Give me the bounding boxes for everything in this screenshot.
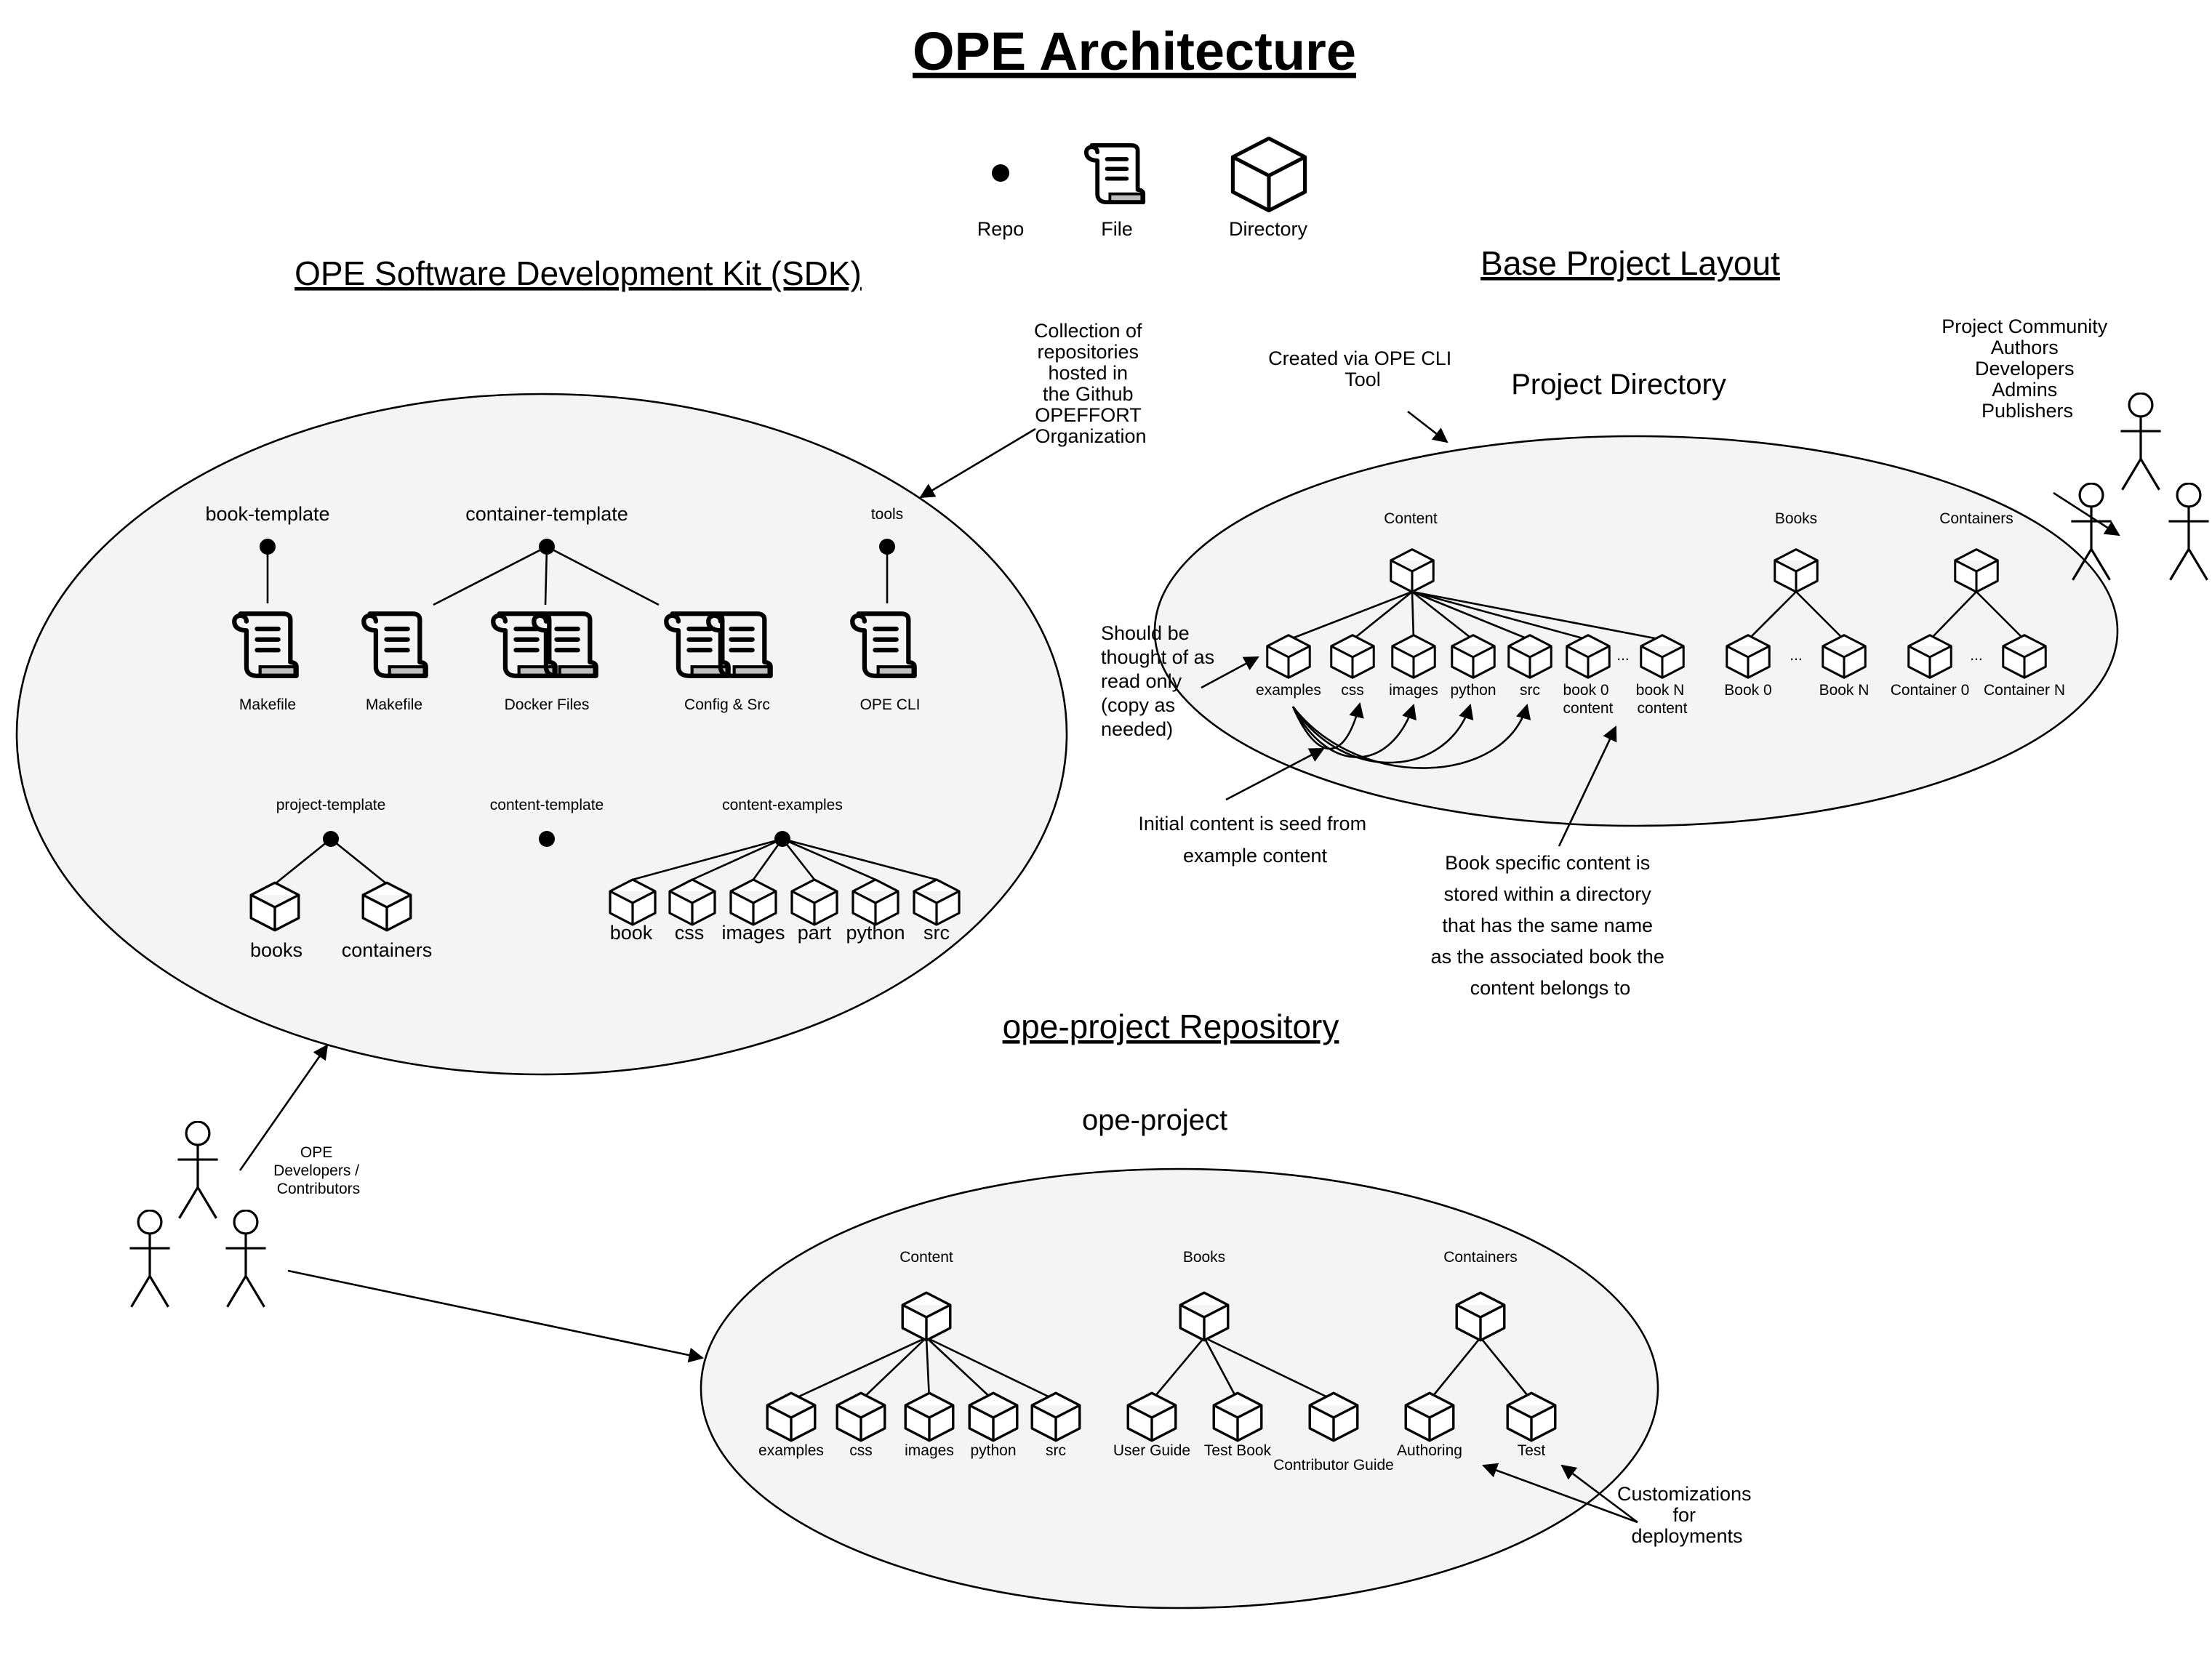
dir-label-css: css bbox=[675, 922, 705, 944]
book-specific-note: Book specific content is stored within a… bbox=[1431, 852, 1670, 999]
ellipsis: ... bbox=[1970, 647, 1983, 664]
repo-content-template: content-template bbox=[490, 797, 604, 813]
person-icon bbox=[128, 1210, 172, 1309]
dir-label-part: part bbox=[798, 922, 832, 944]
developers-to-sdk-arrow bbox=[239, 1044, 329, 1171]
developers-to-repo-arrow bbox=[287, 1269, 705, 1363]
file-label-makefile: Makefile bbox=[366, 696, 422, 713]
legend-file-label: File bbox=[1101, 218, 1133, 240]
dir-label-images: images bbox=[905, 1442, 954, 1459]
person-icon bbox=[2119, 393, 2163, 491]
page-title: OPE Architecture bbox=[913, 21, 1356, 81]
file-label-config-src: Config & Src bbox=[684, 696, 770, 713]
repo-icon bbox=[992, 164, 1009, 182]
dir-label-bookN: Book N bbox=[1819, 682, 1870, 699]
dir-label-book0: Book 0 bbox=[1724, 682, 1771, 699]
created-via-note: Created via OPE CLI Tool bbox=[1268, 347, 1457, 390]
sdk-edges bbox=[266, 545, 937, 885]
dir-label-contributor-guide: Contributor Guide bbox=[1273, 1457, 1394, 1474]
dir-label-test: Test bbox=[1518, 1442, 1546, 1459]
dir-label-src: src bbox=[923, 922, 950, 944]
repo-book-template: book-template bbox=[205, 503, 329, 525]
seed-note: Initial content is seed from example con… bbox=[1138, 813, 1371, 867]
dir-label-python: python bbox=[1450, 682, 1496, 699]
dir-label-src: src bbox=[1520, 682, 1540, 699]
dir-label-src: src bbox=[1046, 1442, 1066, 1459]
legend: Repo File Directory bbox=[977, 138, 1308, 240]
repo-dot-content-template bbox=[539, 831, 555, 847]
ellipsis: ... bbox=[1790, 647, 1803, 664]
dir-label-containerN: Container N bbox=[1984, 682, 2065, 699]
dir-label-python: python bbox=[970, 1442, 1016, 1459]
sdk-ellipse bbox=[15, 393, 1068, 1076]
developers-label: OPE Developers / Contributors bbox=[273, 1144, 364, 1197]
base-content-label: Content bbox=[1384, 510, 1438, 527]
dir-label-containers: containers bbox=[342, 939, 433, 961]
dir-label-examples: examples bbox=[1256, 682, 1321, 699]
person-icon bbox=[2167, 483, 2211, 582]
directory-icon bbox=[1233, 138, 1305, 210]
project-directory-title: Project Directory bbox=[1511, 369, 1726, 401]
legend-repo-label: Repo bbox=[977, 218, 1025, 240]
repo-containers-label: Containers bbox=[1443, 1249, 1518, 1266]
file-label-ope-cli: OPE CLI bbox=[860, 696, 921, 713]
dir-label-container0: Container 0 bbox=[1891, 682, 1970, 699]
customizations-note: Customizations for deployments bbox=[1617, 1483, 1757, 1547]
dir-label-books: books bbox=[250, 939, 302, 961]
customizations-arrow bbox=[1560, 1464, 1638, 1524]
person-icon bbox=[176, 1121, 220, 1220]
community-arrow bbox=[2053, 491, 2120, 536]
dir-label-book0-content: book 0 content bbox=[1563, 682, 1614, 717]
copy-curves bbox=[1291, 702, 1531, 769]
dir-label-book: book bbox=[610, 922, 653, 944]
dir-label-css: css bbox=[849, 1442, 873, 1459]
repo-container-template: container-template bbox=[465, 503, 628, 525]
project-directory-ellipse bbox=[1153, 435, 2119, 827]
sdk-note: Collection of repositories hosted in the… bbox=[1034, 320, 1147, 447]
repo-books-label: Books bbox=[1183, 1249, 1225, 1266]
base-containers-label: Containers bbox=[1939, 510, 2013, 527]
sdk-heading: OPE Software Development Kit (SDK) bbox=[294, 254, 862, 292]
file-label-docker-files: Docker Files bbox=[505, 696, 590, 713]
readonly-arrow bbox=[1201, 656, 1259, 689]
book-specific-arrow bbox=[1558, 725, 1617, 847]
legend-directory-label: Directory bbox=[1229, 218, 1308, 240]
dir-label-user-guide: User Guide bbox=[1113, 1442, 1190, 1459]
seed-arrow bbox=[1225, 747, 1325, 801]
readonly-note: Should be thought of as read only (copy … bbox=[1101, 622, 1220, 740]
dir-label-test-book: Test Book bbox=[1204, 1442, 1272, 1459]
file-label-makefile: Makefile bbox=[239, 696, 296, 713]
dir-label-python: python bbox=[846, 922, 905, 944]
repo-content-label: Content bbox=[899, 1249, 953, 1266]
repo-tools: tools bbox=[871, 506, 903, 523]
customizations-arrow bbox=[1482, 1463, 1638, 1524]
dir-label-css: css bbox=[1341, 682, 1364, 699]
community-note: Project Community Authors Developers Adm… bbox=[1941, 315, 2113, 422]
base-books-label: Books bbox=[1775, 510, 1817, 527]
dir-label-bookN-content: book N content bbox=[1636, 682, 1688, 717]
dir-label-images: images bbox=[1389, 682, 1438, 699]
ellipsis: ... bbox=[1616, 647, 1630, 664]
file-icon bbox=[1086, 145, 1143, 202]
repo-project-template: project-template bbox=[276, 797, 386, 813]
ope-project-ellipse bbox=[700, 1167, 1659, 1609]
created-via-arrow bbox=[1407, 410, 1448, 443]
base-layout-heading: Base Project Layout bbox=[1480, 244, 1780, 282]
repo-content-examples: content-examples bbox=[722, 797, 843, 813]
repo-heading: ope-project Repository bbox=[1003, 1008, 1339, 1045]
person-icon bbox=[224, 1210, 268, 1309]
dir-label-authoring: Authoring bbox=[1397, 1442, 1462, 1459]
repo-edges bbox=[790, 1336, 1533, 1402]
repo-name: ope-project bbox=[1082, 1104, 1227, 1136]
dir-label-images: images bbox=[721, 922, 785, 944]
dir-label-examples: examples bbox=[758, 1442, 824, 1459]
sdk-note-arrow bbox=[919, 427, 1036, 499]
base-edges bbox=[1288, 590, 2025, 641]
